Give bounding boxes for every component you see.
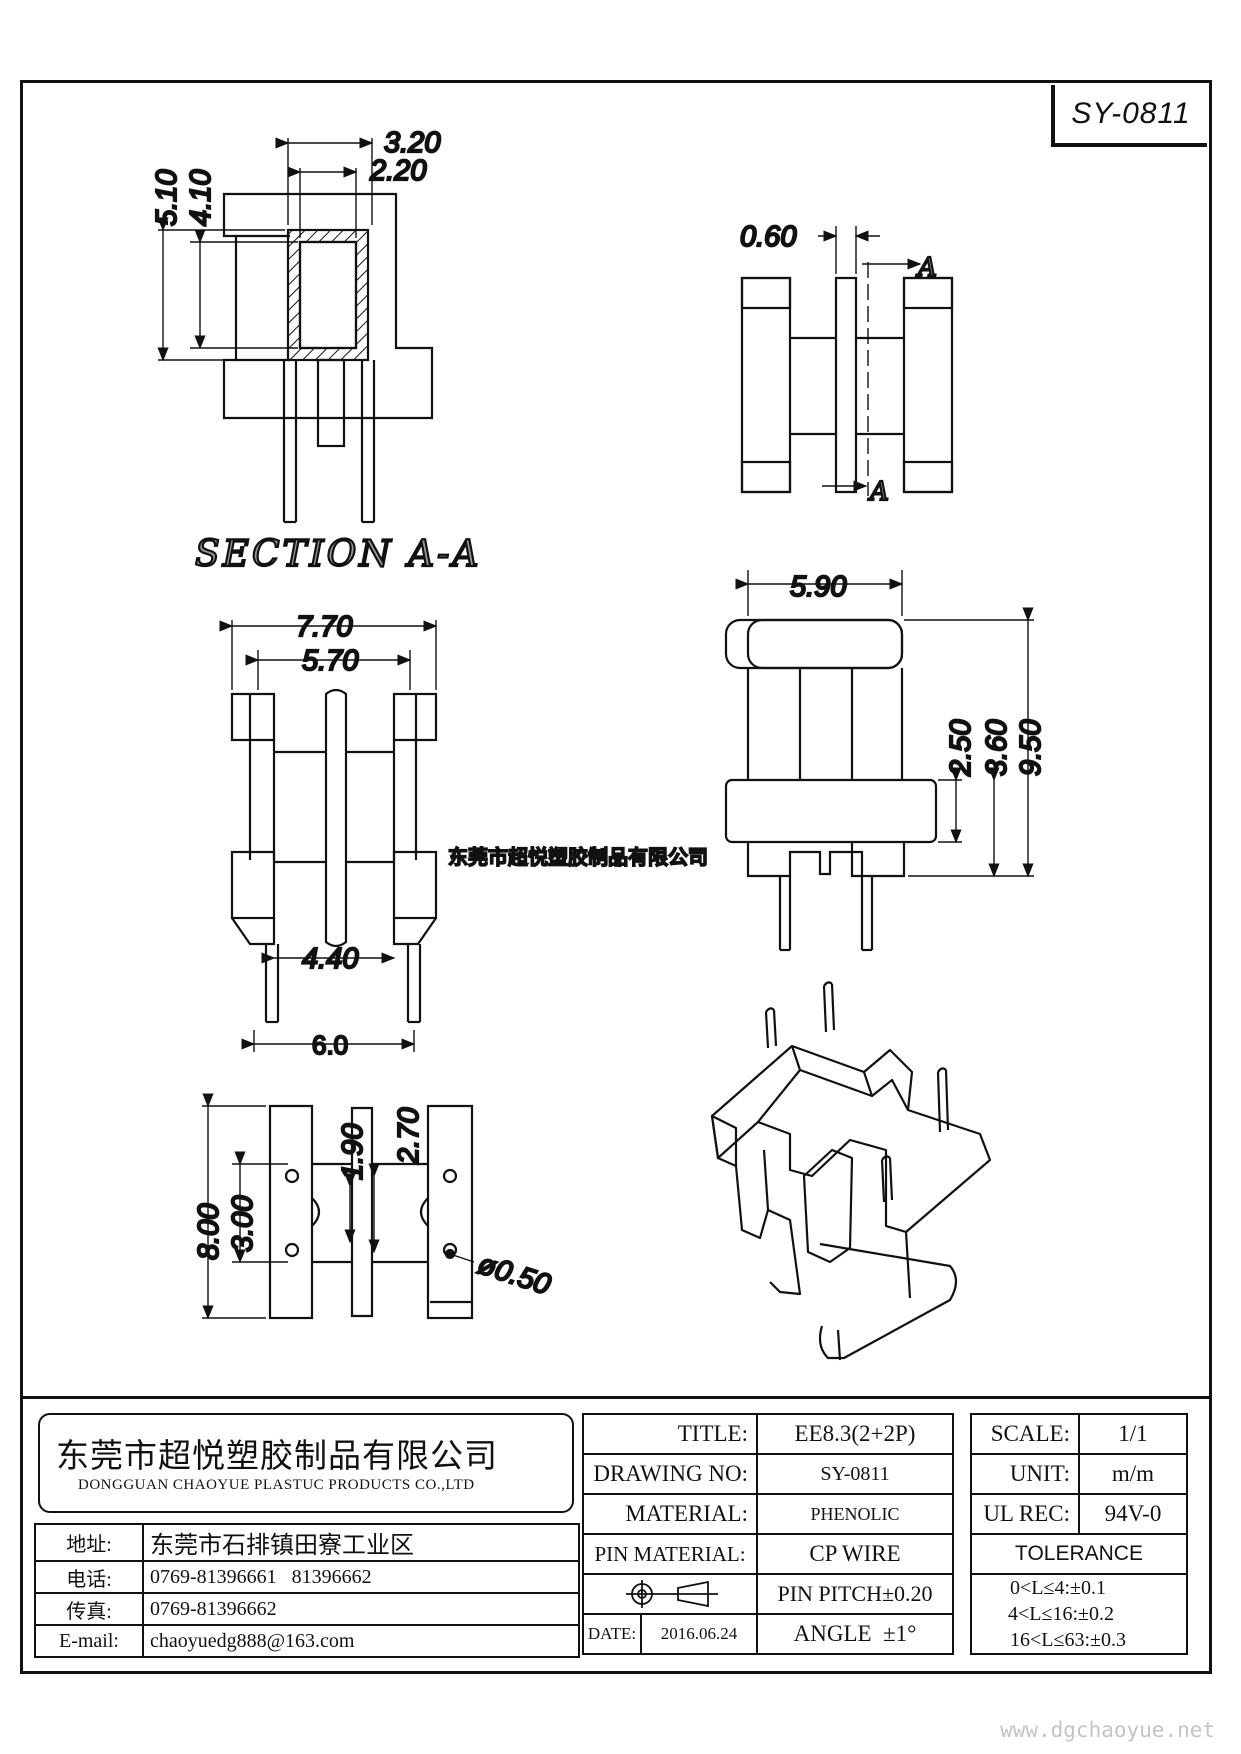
company-name-cn: 东莞市超悦塑胶制品有限公司: [56, 1436, 498, 1475]
front-view: [219, 620, 438, 1052]
scale-value: 1/1: [1078, 1413, 1188, 1455]
tolerance-line-3: 16<L≤63:±0.3: [1010, 1629, 1127, 1651]
material-value: PHENOLIC: [756, 1493, 954, 1535]
title-value: EE8.3(2+2P): [756, 1413, 954, 1455]
drawing-sheet: SY-0811: [20, 80, 1212, 1674]
date-value: 2016.06.24: [640, 1613, 758, 1655]
dim-bottom-h-inner: 3.00: [227, 1196, 259, 1252]
contact-row-address: 地址:东莞市石排镇田寮工业区: [34, 1523, 580, 1562]
dim-front-pin-inner: 4.40: [302, 943, 358, 975]
dim-side-h3: 9.50: [1015, 720, 1047, 776]
dim-front-pin-outer: 6.0: [312, 1030, 348, 1060]
contact-value: 0769-81396661 81396662: [142, 1560, 580, 1594]
dim-bottom-slot-1: 1.90: [337, 1124, 369, 1180]
contact-label: 电话:: [34, 1560, 144, 1594]
contact-label: E-mail:: [34, 1624, 144, 1658]
pin-material-label: PIN MATERIAL:: [582, 1533, 758, 1575]
dim-front-w-outer: 7.70: [296, 611, 352, 643]
dim-section-w-outer: 3.20: [384, 127, 440, 159]
drawing-no-value: SY-0811: [756, 1453, 954, 1495]
material-label: MATERIAL:: [582, 1493, 758, 1535]
contact-label: 传真:: [34, 1592, 144, 1626]
drawing-no-label: DRAWING NO:: [582, 1453, 758, 1495]
contact-value: 0769-81396662: [142, 1592, 580, 1626]
contact-row-phone: 电话:0769-81396661 81396662: [34, 1560, 580, 1594]
section-label: SECTION A-A: [195, 534, 481, 575]
dim-flange-thickness: 0.60: [740, 221, 796, 253]
dim-section-h-outer: 5.10: [151, 170, 183, 226]
isometric-view: [710, 981, 992, 1361]
title-block: 东莞市超悦塑胶制品有限公司 DONGGUAN CHAOYUE PLASTUC P…: [22, 1396, 1210, 1675]
contact-table: 地址:东莞市石排镇田寮工业区 电话:0769-81396661 81396662…: [34, 1523, 580, 1658]
top-view: [740, 226, 954, 496]
section-mark-bottom: A: [868, 477, 892, 507]
section-view: [157, 137, 434, 524]
scale-label: SCALE:: [970, 1413, 1080, 1455]
angle-tolerance: ANGLE ±1°: [756, 1613, 954, 1655]
projection-icon: [626, 1580, 718, 1608]
pin-material-value: CP WIRE: [756, 1533, 954, 1575]
unit-value: m/m: [1078, 1453, 1188, 1495]
dim-side-h1: 2.50: [945, 720, 977, 777]
dim-hole-diameter: ø0.50: [474, 1248, 554, 1301]
contact-value: 东莞市石排镇田寮工业区: [142, 1523, 580, 1562]
dim-side-h2: 3.60: [981, 720, 1013, 776]
dim-bottom-slot-2: 2.70: [393, 1108, 425, 1165]
watermark: 东莞市超悦塑胶制品有限公司: [448, 845, 708, 869]
drawing-code: SY-0811: [1071, 97, 1191, 130]
contact-label: 地址:: [34, 1523, 144, 1562]
side-view: [724, 570, 1034, 952]
title-label: TITLE:: [582, 1413, 758, 1455]
dim-side-top-w: 5.90: [790, 571, 846, 603]
dim-section-h-inner: 4.10: [185, 170, 217, 226]
contact-value: chaoyuedg888@163.com: [142, 1624, 580, 1658]
tolerance-label: TOLERANCE: [970, 1533, 1188, 1575]
website-url: www.dgchaoyue.net: [1000, 1718, 1215, 1742]
tolerance-line-2: 4<L≤16:±0.2: [1008, 1603, 1115, 1625]
section-mark-top: A: [916, 253, 940, 283]
dim-front-w-inner: 5.70: [302, 645, 358, 677]
ul-value: 94V-0: [1078, 1493, 1188, 1535]
contact-row-fax: 传真:0769-81396662: [34, 1592, 580, 1626]
date-label: DATE:: [582, 1613, 642, 1655]
tolerance-line-1: 0<L≤4:±0.1: [1010, 1577, 1107, 1599]
dim-bottom-h-outer: 8.00: [193, 1204, 225, 1260]
tolerance-box: 0<L≤4:±0.1 4<L≤16:±0.2 16<L≤63:±0.3: [970, 1573, 1188, 1655]
drawing-code-box: SY-0811: [1051, 85, 1207, 147]
pin-pitch: PIN PITCH±0.20: [756, 1573, 954, 1615]
projection-symbol: [582, 1573, 758, 1615]
contact-row-email: E-mail:chaoyuedg888@163.com: [34, 1624, 580, 1658]
dim-section-w-inner: 2.20: [369, 155, 426, 187]
company-box: 东莞市超悦塑胶制品有限公司 DONGGUAN CHAOYUE PLASTUC P…: [38, 1413, 574, 1513]
bottom-view: [202, 1093, 475, 1320]
company-name-en: DONGGUAN CHAOYUE PLASTUC PRODUCTS CO.,LT…: [78, 1477, 475, 1493]
spec-grid: TITLE: EE8.3(2+2P) DRAWING NO: SY-0811 M…: [582, 1413, 1222, 1659]
unit-label: UNIT:: [970, 1453, 1080, 1495]
ul-label: UL REC:: [970, 1493, 1080, 1535]
